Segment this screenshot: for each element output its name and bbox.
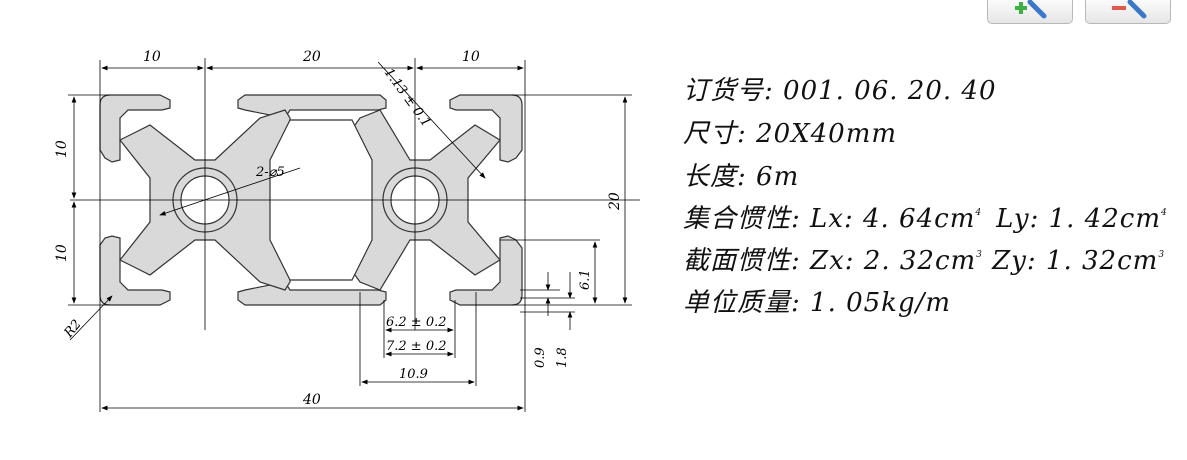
spec-inertia-lx: Lx: 4. 64cm <box>810 204 976 234</box>
spec-size-label: 尺寸: <box>683 119 747 149</box>
dim-left-upper: 10 <box>54 140 70 158</box>
dim-slot-inner: 6.2 ± 0.2 <box>386 315 447 330</box>
spec-length-label: 长度: <box>683 162 747 192</box>
spec-length-value: 6m <box>756 162 800 192</box>
spec-order-number: 订货号: 001. 06. 20. 40 <box>683 70 997 107</box>
dim-wall: 1.13 ± 0.1 <box>381 66 434 130</box>
dimension-lines <box>68 60 632 412</box>
dim-slot-outer: 7.2 ± 0.2 <box>386 339 447 354</box>
spec-section: 截面惯性: Zx: 2. 32cm3 Zy: 1. 32cm3 <box>683 240 1165 277</box>
spec-size-value: 20X40mm <box>756 119 898 149</box>
spec-inertia-ly: Ly: 1. 42cm <box>996 204 1161 234</box>
spec-inertia-ly-exp: 4 <box>1161 208 1168 218</box>
dim-lip-b: 1.8 <box>555 347 570 368</box>
spec-weight: 单位质量: 1. 05kg/m <box>683 282 951 319</box>
dim-slot-height: 6.1 <box>578 269 593 290</box>
minus-pencil-icon <box>1112 0 1147 19</box>
spec-section-zx: Zx: 2. 32cm <box>810 246 977 276</box>
spec-length: 长度: 6m <box>683 156 799 193</box>
spec-section-zy: Zy: 1. 32cm <box>992 246 1159 276</box>
dim-slot-depth: 10.9 <box>399 367 428 382</box>
spec-order-value: 001. 06. 20. 40 <box>783 76 997 106</box>
dim-left-lower: 10 <box>54 244 70 262</box>
add-button[interactable] <box>987 0 1073 24</box>
spec-inertia-lx-exp: 4 <box>975 208 983 218</box>
dim-top-mid: 20 <box>302 49 321 65</box>
dim-radius: R2 <box>61 317 85 341</box>
spec-size: 尺寸: 20X40mm <box>683 113 897 150</box>
center-lines <box>70 58 640 330</box>
dim-bottom-width: 40 <box>302 392 321 408</box>
dim-holes: 2-⌀5 <box>255 165 285 180</box>
spec-section-zy-exp: 3 <box>1158 250 1166 260</box>
spec-section-zx-exp: 3 <box>976 250 983 260</box>
dim-lip-a: 0.9 <box>533 347 548 368</box>
remove-button[interactable] <box>1085 0 1171 24</box>
dim-top-right: 10 <box>462 49 480 65</box>
spec-weight-label: 单位质量: <box>683 288 801 318</box>
spec-order-label: 订货号: <box>683 76 774 106</box>
spec-weight-value: 1. 05kg/m <box>810 288 951 318</box>
dim-right-height: 20 <box>607 192 623 211</box>
spec-inertia-label: 集合惯性: <box>683 204 801 234</box>
dim-top-left: 10 <box>143 49 161 65</box>
plus-pencil-icon <box>1015 0 1047 19</box>
spec-section-label: 截面惯性: <box>683 246 801 276</box>
